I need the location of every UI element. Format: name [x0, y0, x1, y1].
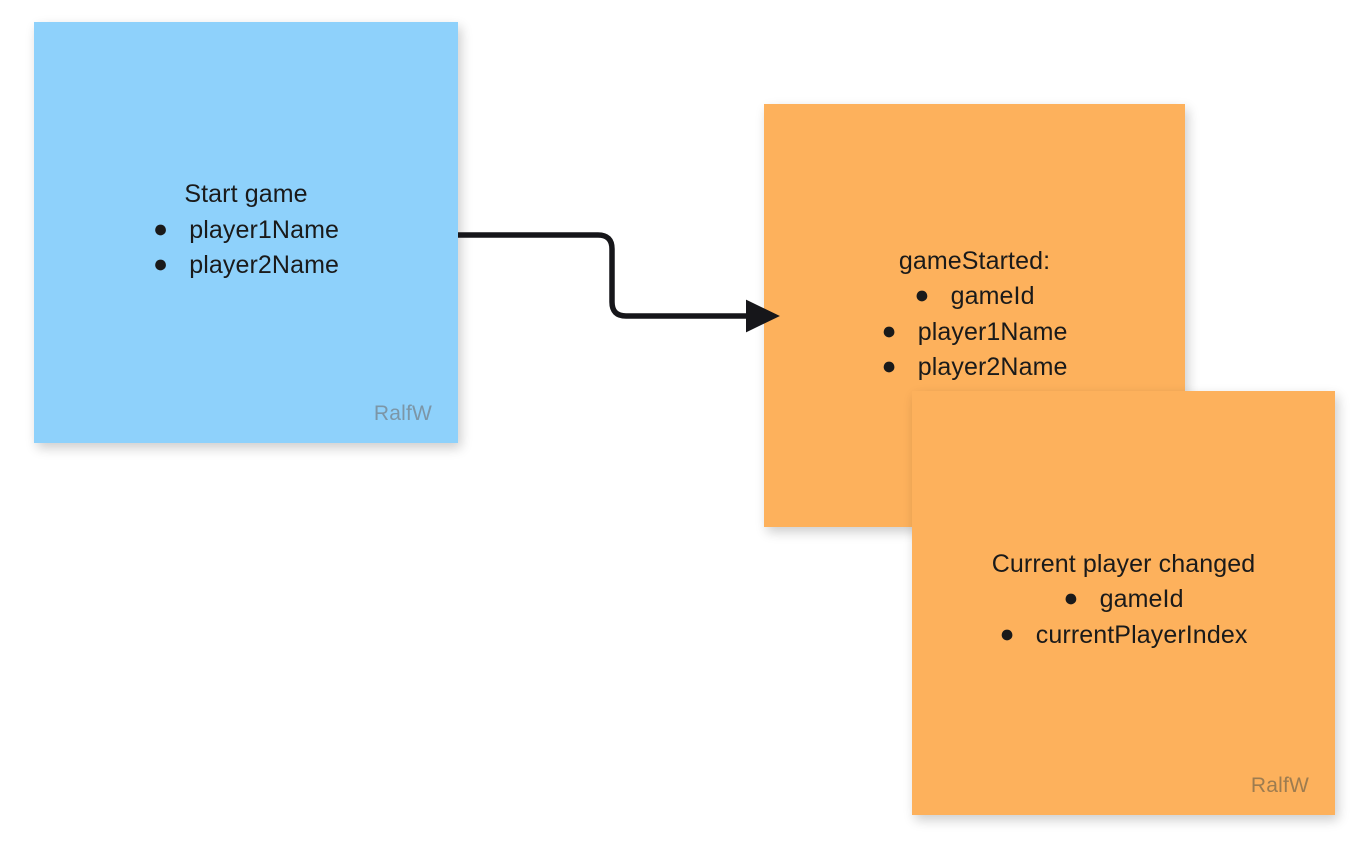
sticky-note-start-game[interactable]: Start game ● player1Name ● player2Name R…: [34, 22, 458, 443]
note-bullet-label: player2Name: [189, 251, 340, 280]
bullet-dot-icon: ●: [152, 214, 169, 243]
note-bullet-item: ● gameId: [774, 279, 1175, 315]
note-bullet-item: ● player1Name: [44, 213, 448, 249]
note-bullet-item: ● player1Name: [774, 315, 1175, 351]
note-bullet-label: currentPlayerIndex: [1035, 620, 1248, 649]
note-bullet-label: player1Name: [189, 215, 340, 244]
note-bullet-item: ● player2Name: [774, 350, 1175, 386]
note-bullet-item: ● currentPlayerIndex: [922, 618, 1325, 654]
bullet-dot-icon: ●: [881, 352, 897, 380]
note-bullet-item: ● gameId: [922, 582, 1325, 618]
note-author: RalfW: [373, 402, 432, 425]
bullet-dot-icon: ●: [881, 316, 897, 345]
note-author: RalfW: [1250, 774, 1309, 797]
note-bullet-label: gameId: [1099, 585, 1184, 614]
connector-path: [458, 232, 780, 333]
note-title: Current player changed: [991, 549, 1256, 578]
bullet-dot-icon: ●: [999, 619, 1015, 648]
bullet-dot-icon: ●: [914, 281, 930, 309]
note-content: Current player changed ● gameId ● curren…: [912, 547, 1335, 660]
note-title: Start game: [184, 180, 308, 209]
note-bullet-label: player2Name: [917, 353, 1068, 381]
note-bullet-item: ● player2Name: [44, 248, 448, 284]
note-title: gameStarted:: [898, 246, 1051, 275]
note-bullet-label: player1Name: [917, 317, 1068, 346]
note-content: Start game ● player1Name ● player2Name: [34, 177, 458, 288]
bullet-dot-icon: ●: [1063, 584, 1079, 613]
note-content: gameStarted: ● gameId ● player1Name ● pl…: [764, 244, 1185, 388]
sticky-note-current-player-changed[interactable]: Current player changed ● gameId ● curren…: [912, 391, 1335, 815]
note-bullet-label: gameId: [950, 282, 1035, 310]
bullet-dot-icon: ●: [152, 250, 169, 279]
